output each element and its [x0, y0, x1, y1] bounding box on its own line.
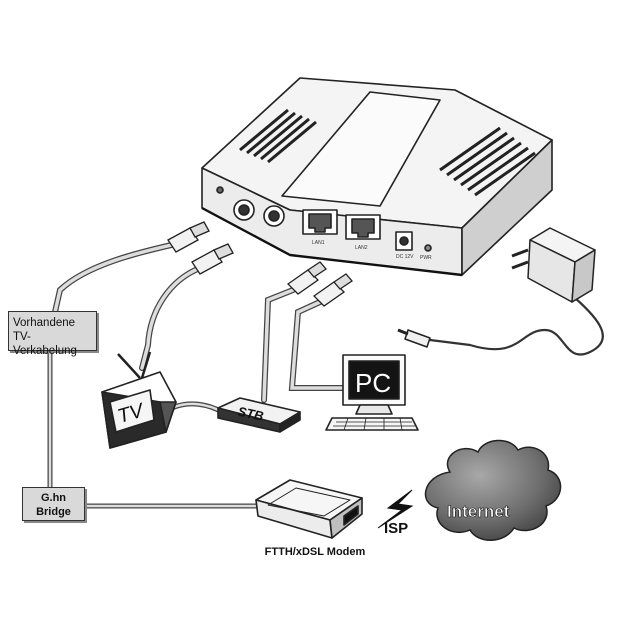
port-label-lan1: LAN1	[312, 240, 325, 246]
port-label-dc: DC 12V	[396, 254, 414, 260]
lan-cable-pc	[288, 299, 348, 391]
ghn-line1: G.hn	[40, 492, 67, 504]
coax-plug-icon	[167, 221, 234, 275]
isp-caption: ISP	[384, 520, 409, 537]
pc-monitor-icon	[325, 354, 419, 431]
pc-label: PC	[355, 368, 391, 398]
tv-cabling-line2: TV-Verkabelung	[13, 331, 77, 357]
tv-icon	[101, 351, 177, 449]
tv-cabling-line1: Vorhandene	[13, 317, 76, 329]
modem-icon	[255, 479, 363, 539]
port-label-lan2: LAN2	[355, 245, 368, 251]
port-label-pwr: PWR	[420, 255, 432, 261]
lan-plug-icon	[286, 261, 353, 307]
ghn-line2: Bridge	[36, 506, 71, 518]
port-labels: LAN1 LAN2 DC 12V PWR	[312, 240, 432, 261]
lightning-bolt-icon	[377, 489, 414, 529]
power-adapter-icon	[397, 227, 596, 348]
power-cable	[428, 296, 604, 356]
modem-caption: FTTH/xDSL Modem	[264, 546, 366, 558]
internet-label: Internet	[447, 502, 510, 521]
stb-label: STB	[236, 404, 265, 424]
cables	[47, 240, 604, 509]
set-top-box-icon	[217, 397, 301, 433]
gateway-box-icon	[201, 77, 553, 277]
ghn-bridge-label-box: G.hn Bridge	[22, 487, 85, 521]
cloud-icon	[424, 439, 562, 541]
tv-cabling-label-box: Vorhandene TV-Verkabelung	[8, 311, 97, 357]
